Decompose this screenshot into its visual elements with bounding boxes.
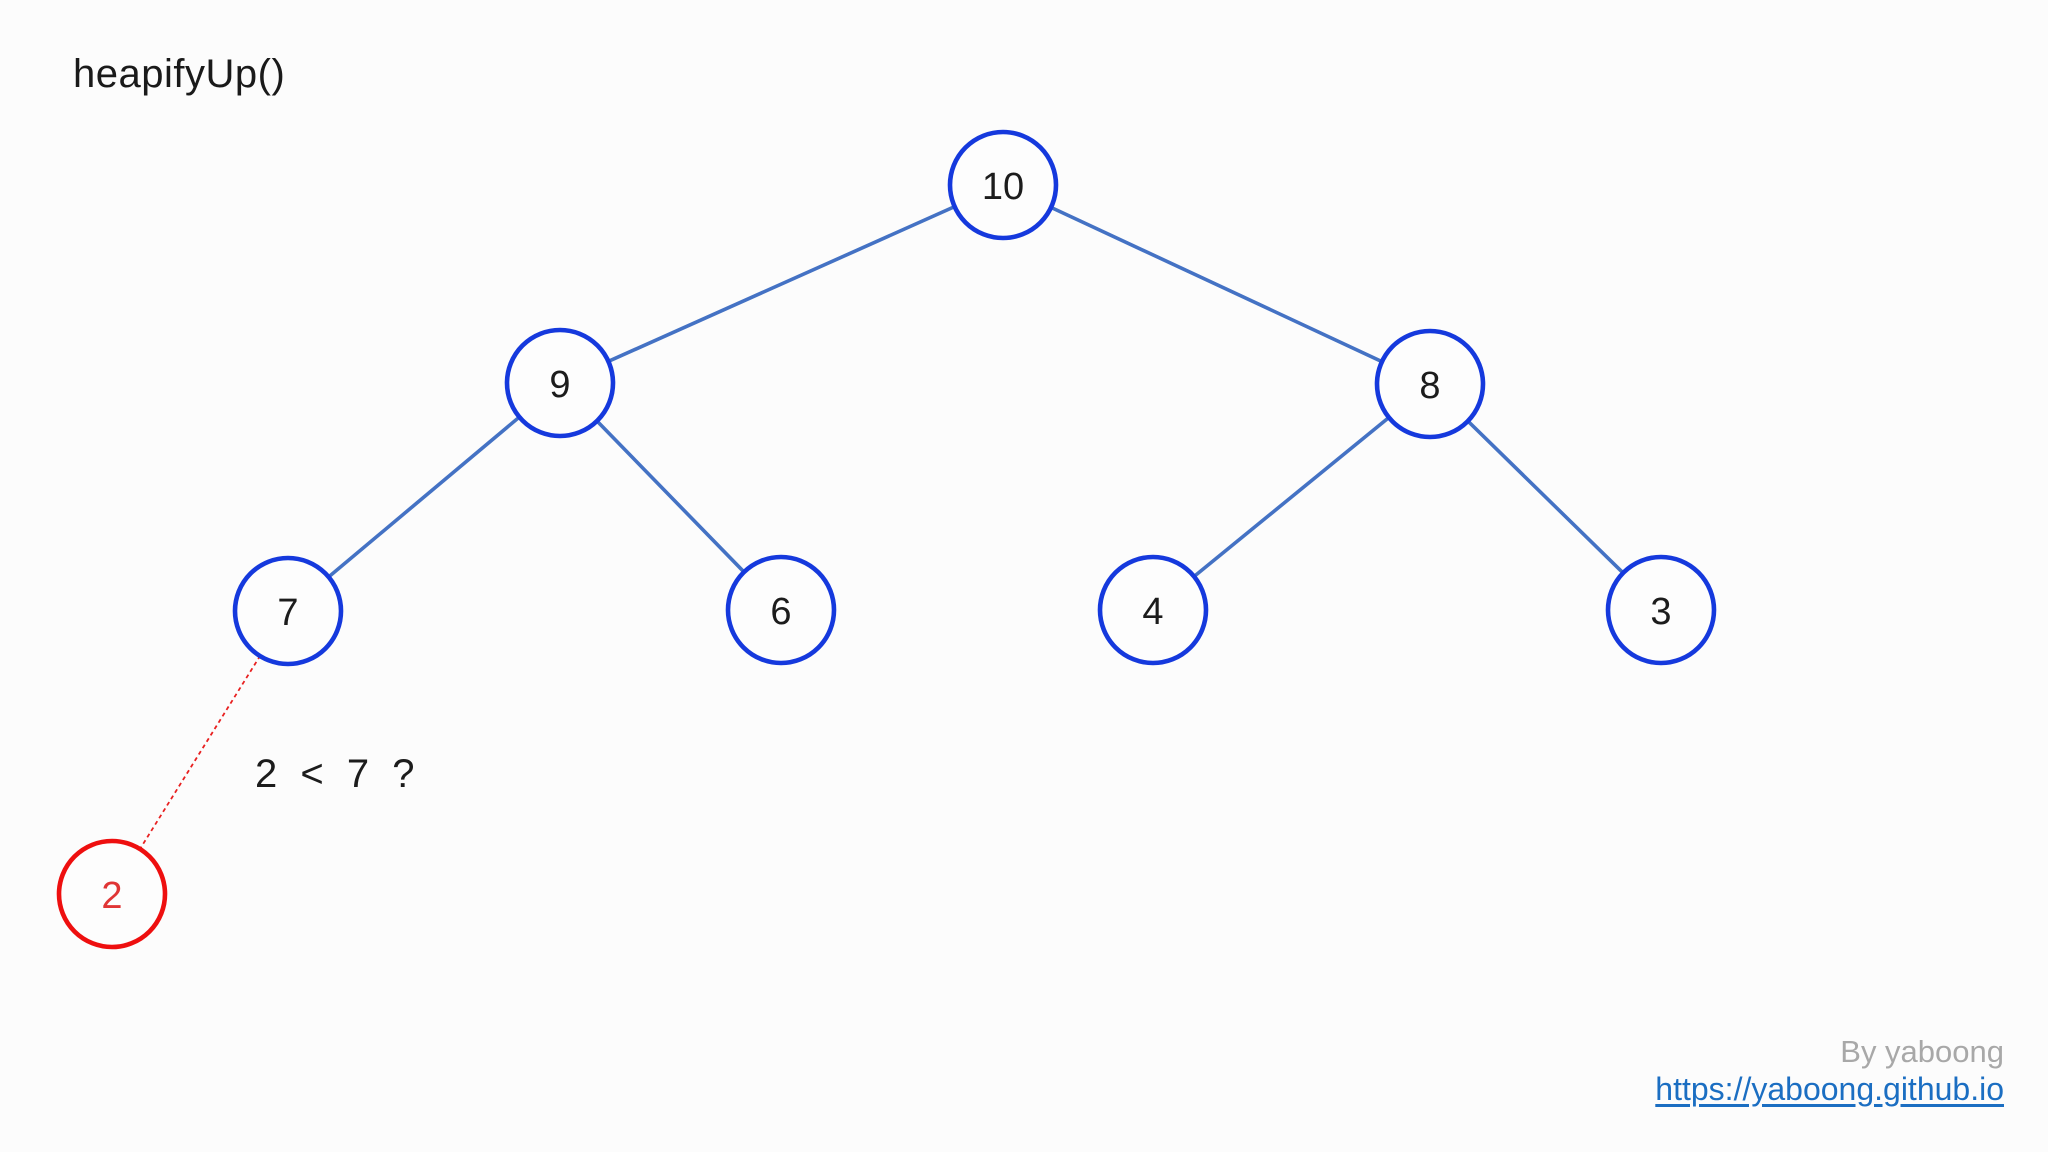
tree-node-8: 8 bbox=[1374, 328, 1486, 440]
node-label-9: 9 bbox=[549, 364, 570, 406]
node-label-7: 7 bbox=[277, 592, 298, 634]
node-circle-4 bbox=[1097, 554, 1209, 666]
node-circle-8 bbox=[1374, 328, 1486, 440]
node-circle-3 bbox=[1605, 554, 1717, 666]
node-label-4: 4 bbox=[1142, 591, 1163, 633]
tree-edge-10-8 bbox=[1002, 183, 1431, 386]
node-label-8: 8 bbox=[1419, 365, 1440, 407]
tree-node-9: 9 bbox=[504, 327, 616, 439]
tree-node-3: 3 bbox=[1605, 554, 1717, 666]
node-label-10: 10 bbox=[982, 166, 1024, 208]
tree-node-4: 4 bbox=[1097, 554, 1209, 666]
node-circle-7 bbox=[232, 555, 344, 667]
node-circle-2 bbox=[56, 838, 168, 950]
node-label-2: 2 bbox=[101, 875, 122, 917]
author-site-link[interactable]: https://yaboong.github.io bbox=[1655, 1070, 2004, 1107]
comparison-annotation: 2 < 7 ? bbox=[255, 752, 416, 796]
tree-node-10: 10 bbox=[947, 129, 1059, 241]
page-title: heapifyUp() bbox=[73, 52, 286, 96]
tree-edge-8-4 bbox=[1151, 382, 1432, 612]
tree-edge-9-7 bbox=[286, 381, 562, 613]
attribution: By yaboong https://yaboong.github.io bbox=[1655, 1034, 2004, 1108]
node-label-6: 6 bbox=[770, 591, 791, 633]
node-label-3: 3 bbox=[1650, 591, 1671, 633]
tree-node-7: 7 bbox=[232, 555, 344, 667]
tree-edge-7-2 bbox=[111, 610, 289, 895]
tree-node-2: 2 bbox=[56, 838, 168, 950]
node-circle-6 bbox=[725, 554, 837, 666]
tree-node-6: 6 bbox=[725, 554, 837, 666]
node-circle-10 bbox=[947, 129, 1059, 241]
tree-edge-10-9 bbox=[559, 183, 1004, 385]
author-byline: By yaboong bbox=[1840, 1034, 2004, 1069]
node-circle-9 bbox=[504, 327, 616, 439]
